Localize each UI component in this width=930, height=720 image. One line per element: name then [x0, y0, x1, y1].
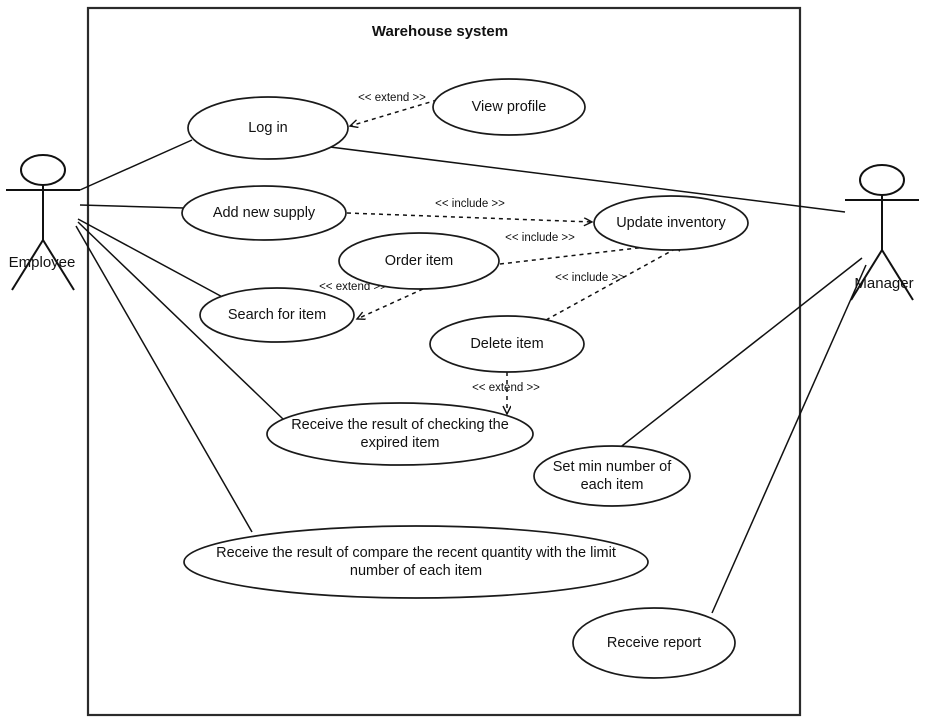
association-employee-receive-result-expired [77, 221, 284, 420]
dependency-view-profile-extends-log-in [350, 99, 438, 126]
actor-head-employee [20, 154, 66, 186]
actor-label-manager: Manager [854, 275, 913, 292]
use-case-receive-result-compare[interactable]: Receive the result of compare the recent… [183, 525, 649, 599]
use-case-ellipse-add-new-supply[interactable] [181, 185, 347, 241]
associations-group [75, 139, 867, 614]
association-employee-log-in [79, 139, 193, 191]
stereotype-label-delete-item-includes-update-inventory: << include >> [555, 272, 625, 284]
actor-leg-0-employee [11, 239, 44, 291]
actor-leg-1-manager [881, 249, 914, 301]
association-employee-search-for-item [77, 218, 229, 301]
association-manager-set-min-number [617, 257, 863, 450]
actor-employee[interactable]: Employee [6, 154, 80, 291]
use-case-label-update-inventory: Update inventory [616, 215, 726, 231]
use-case-label-log-in: Log in [248, 120, 288, 136]
use-case-label-delete-item: Delete item [470, 336, 543, 352]
use-case-order-item[interactable]: Order item [338, 232, 500, 290]
use-case-search-for-item[interactable]: Search for item [199, 287, 355, 343]
association-employee-receive-result-compare [75, 225, 253, 533]
use-case-ellipse-search-for-item[interactable] [199, 287, 355, 343]
use-case-ellipse-log-in[interactable] [187, 96, 349, 160]
use-case-label-set-min-number: Set min number of [553, 459, 672, 475]
actor-manager[interactable]: Manager [845, 164, 919, 301]
use-case-label-receive-result-compare: Receive the result of compare the recent… [216, 545, 616, 561]
stereotype-label-add-new-supply-includes-update-inventory: << include >> [435, 198, 505, 210]
use-case-ellipse-receive-report[interactable] [572, 607, 736, 679]
use-case-ellipse-update-inventory[interactable] [593, 195, 749, 251]
use-case-receive-result-expired[interactable]: Receive the result of checking the expire… [266, 402, 534, 466]
system-title: Warehouse system [372, 23, 508, 40]
use-case-label-receive-result-compare: number of each item [350, 563, 482, 579]
dependency-add-new-supply-includes-update-inventory [346, 212, 592, 222]
use-case-add-new-supply[interactable]: Add new supply [181, 185, 347, 241]
association-manager-log-in [329, 146, 846, 213]
use-case-receive-report[interactable]: Receive report [572, 607, 736, 679]
use-case-label-receive-result-expired: Receive the result of checking the [291, 417, 509, 433]
dependency-order-item-extends-search-for-item [357, 288, 424, 319]
use-case-view-profile[interactable]: View profile [432, 78, 586, 136]
actor-leg-1-employee [42, 239, 75, 291]
association-employee-add-new-supply [79, 204, 185, 209]
use-case-ellipse-delete-item[interactable] [429, 315, 585, 373]
use-case-ellipse-order-item[interactable] [338, 232, 500, 290]
actor-head-manager [859, 164, 905, 196]
use-case-label-receive-report: Receive report [607, 635, 701, 651]
association-manager-receive-report [711, 264, 867, 614]
use-case-ellipse-receive-result-compare[interactable] [183, 525, 649, 599]
use-case-delete-item[interactable]: Delete item [429, 315, 585, 373]
stereotype-label-order-item-includes-update-inventory: << include >> [505, 232, 575, 244]
use-case-label-receive-result-expired: expired item [361, 435, 440, 451]
stereotype-label-delete-item-extends-receive-result-expired: << extend >> [472, 382, 540, 394]
actor-leg-0-manager [850, 249, 883, 301]
use-case-update-inventory[interactable]: Update inventory [593, 195, 749, 251]
dependency-delete-item-includes-update-inventory [545, 244, 684, 321]
use-case-log-in[interactable]: Log in [187, 96, 349, 160]
use-case-ellipse-view-profile[interactable] [432, 78, 586, 136]
use-case-label-view-profile: View profile [472, 99, 547, 115]
stereotype-label-view-profile-extends-log-in: << extend >> [358, 92, 426, 104]
use-case-label-search-for-item: Search for item [228, 307, 326, 323]
use-case-set-min-number[interactable]: Set min number of each item [533, 445, 691, 507]
use-case-label-order-item: Order item [385, 253, 454, 269]
use-case-label-add-new-supply: Add new supply [213, 205, 316, 221]
actor-label-employee: Employee [9, 254, 76, 271]
use-case-ellipse-receive-result-expired[interactable] [266, 402, 534, 466]
use-case-ellipse-set-min-number[interactable] [533, 445, 691, 507]
use-case-label-set-min-number: each item [581, 477, 644, 493]
system-boundary [86, 6, 802, 717]
